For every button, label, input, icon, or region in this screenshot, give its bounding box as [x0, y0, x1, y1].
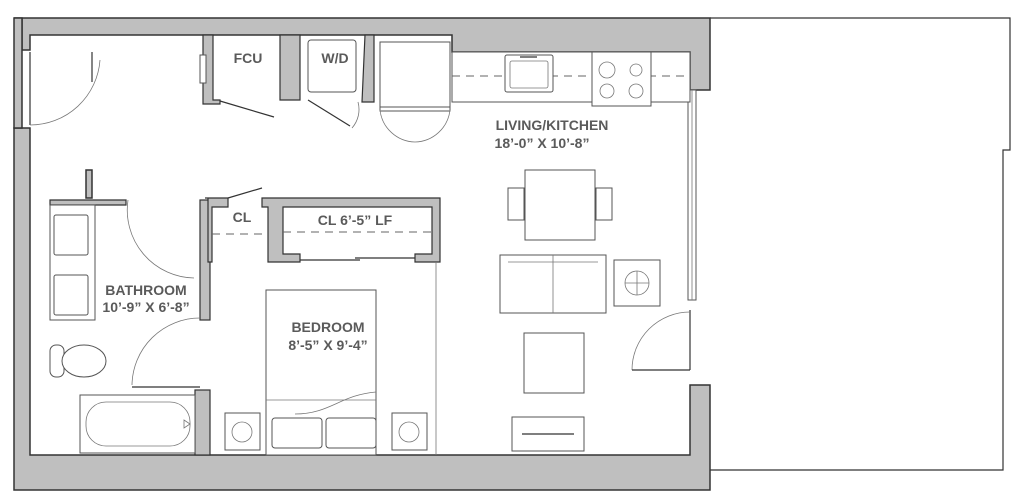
bedroom-label: BEDROOM: [291, 319, 364, 335]
sofa: [499, 254, 607, 314]
bed: [265, 289, 377, 456]
kitchen-sink-icon: [504, 54, 554, 93]
patio-door[interactable]: [631, 310, 691, 371]
bathroom-label: BATHROOM: [105, 282, 186, 298]
fcu-label: FCU: [234, 50, 263, 66]
living-kitchen-label: LIVING/KITCHEN: [496, 117, 609, 133]
entry-door[interactable]: [29, 52, 101, 126]
closets: CL CL 6’-5” LF: [205, 187, 441, 263]
stove-icon: [591, 51, 652, 107]
terrace-outline: [710, 17, 1011, 471]
bedroom-dims: 8’-5” X 9’-4”: [288, 337, 367, 353]
tv-console: [511, 416, 585, 452]
sink-icon: [53, 214, 89, 316]
toilet-icon: [49, 344, 107, 378]
bathtub-icon: [79, 394, 196, 454]
dining-table: [507, 169, 613, 241]
wd-label: W/D: [321, 50, 348, 66]
coffee-table: [523, 332, 585, 394]
living-kitchen-dims: 18’-0” X 10’-8”: [495, 135, 590, 151]
bathroom-dims: 10’-9” X 6’-8”: [102, 299, 189, 315]
window: [687, 89, 697, 301]
refrigerator: [379, 41, 451, 143]
exterior-walls: [13, 17, 711, 491]
washer-dryer: W/D: [307, 34, 375, 129]
nightstand-left: [224, 412, 261, 451]
kitchen-counter: [451, 51, 691, 107]
side-table: [613, 259, 661, 307]
closet-label: CL: [233, 209, 252, 225]
bathroom: [49, 199, 211, 456]
fcu-closet: FCU: [199, 34, 301, 118]
linear-closet-label: CL 6’-5” LF: [318, 212, 393, 228]
nightstand-right: [391, 412, 428, 451]
